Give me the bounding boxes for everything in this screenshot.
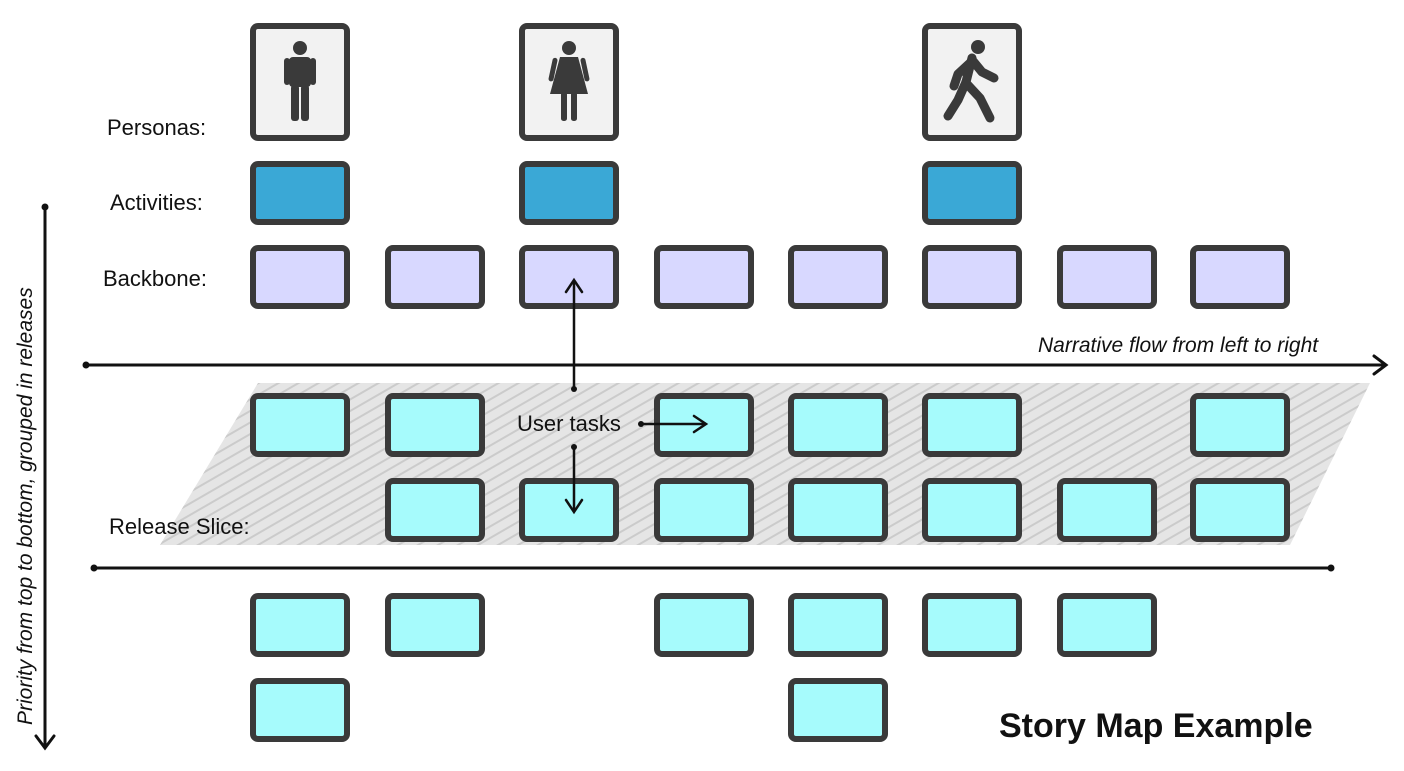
backbone-card [519,245,619,309]
personas-label: Personas: [107,115,207,140]
backbone-card [385,245,485,309]
release-slice-task-card [922,393,1022,457]
user-task-card [788,593,888,657]
user-task-card [250,593,350,657]
release-divider-dot-right [1327,564,1335,572]
walking-person-icon [943,40,999,123]
user-tasks-arrow-right-dot [638,421,644,427]
backbone-label: Backbone: [103,266,207,291]
female-person-icon [548,41,590,121]
release-divider-dot-left [90,564,98,572]
diagram-title: Story Map Example [999,707,1313,745]
release-slice-task-card [788,478,888,542]
activity-card [519,161,619,225]
release-slice-task-card [250,393,350,457]
user-task-card [788,678,888,742]
release-slice-task-card [519,478,619,542]
activities-label: Activities: [110,190,203,215]
persona-card [922,23,1022,141]
release-slice-task-card [654,478,754,542]
user-task-card [654,593,754,657]
release-slice-task-card [1190,478,1290,542]
male-person-icon [284,41,316,121]
user-tasks-arrow-up-head [564,277,584,294]
release-slice-task-card [385,393,485,457]
backbone-card [654,245,754,309]
release-slice-task-card [922,478,1022,542]
user-task-card [1057,593,1157,657]
release-slice-label: Release Slice: [109,514,250,539]
user-task-card [250,678,350,742]
backbone-card [1190,245,1290,309]
user-tasks-arrow-right-head [692,414,709,434]
user-task-card [922,593,1022,657]
user-tasks-arrow-down-dot [571,444,577,450]
narrative-flow-line-start-dot [82,361,90,369]
backbone-card [1057,245,1157,309]
narrative-flow-label: Narrative flow from left to right [1038,334,1319,357]
user-task-card [385,593,485,657]
user-tasks-arrow-up-dot [571,386,577,392]
user-tasks-label: User tasks [517,411,621,436]
priority-flow-line-start-dot [41,203,49,211]
release-slice-task-card [1057,478,1157,542]
user-tasks-arrow-down-head [564,498,584,515]
release-slice-task-card [1190,393,1290,457]
backbone-card [250,245,350,309]
backbone-card [788,245,888,309]
backbone-card [922,245,1022,309]
release-slice-task-card [385,478,485,542]
release-slice-task-card [788,393,888,457]
priority-flow-label: Priority from top to bottom, grouped in … [14,287,37,725]
activity-card [922,161,1022,225]
cards-layer [250,23,1290,742]
priority-flow-arrowhead [34,734,56,751]
activity-card [250,161,350,225]
narrative-flow-arrowhead [1372,354,1389,376]
